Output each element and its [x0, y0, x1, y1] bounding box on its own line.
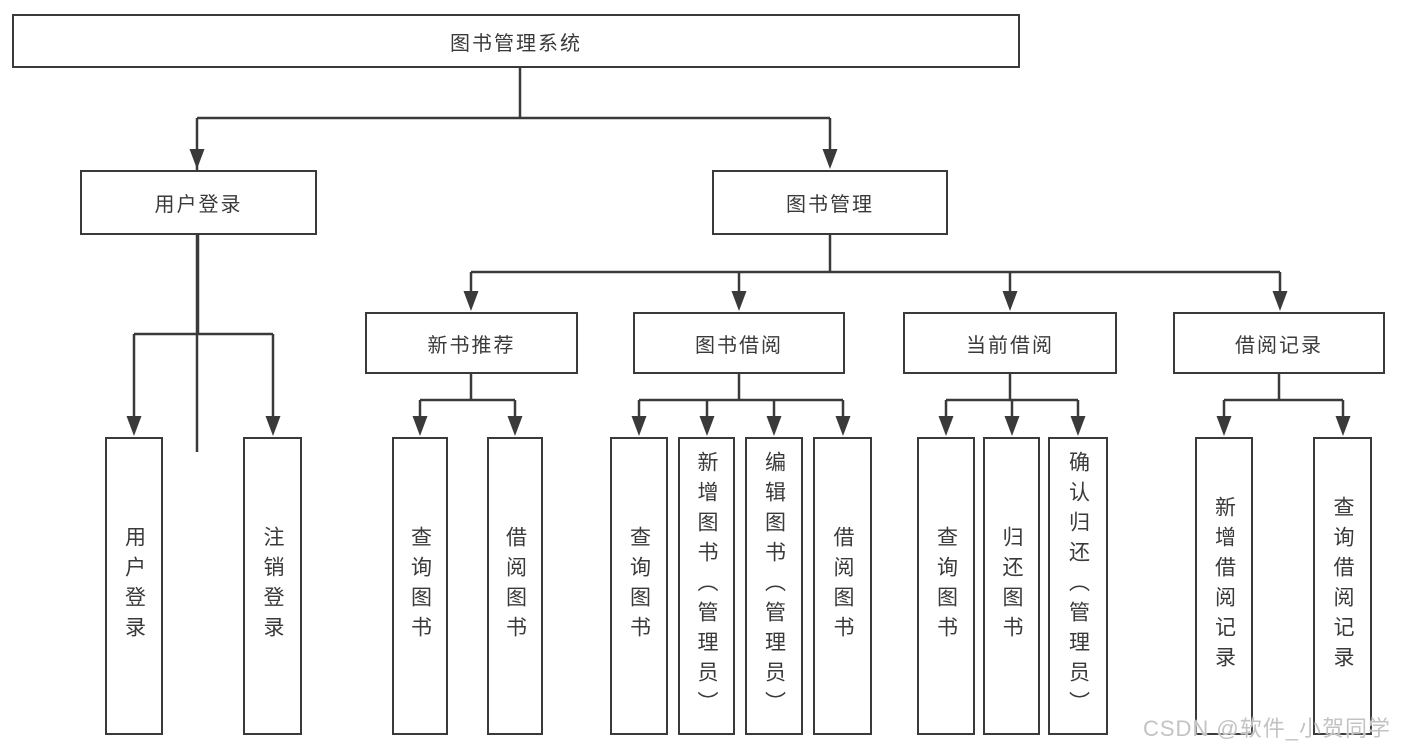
node-borrow-book: 借阅图书	[813, 437, 872, 735]
watermark: CSDN @软件_小贺同学	[1142, 716, 1391, 741]
node-query-borrow-record: 查询借阅记录	[1313, 437, 1372, 735]
node-confirm-return-admin: 确认归还（管理员）	[1048, 437, 1108, 735]
node-edit-book-admin: 编辑图书（管理员）	[745, 437, 803, 735]
node-label: 用户登录	[122, 526, 146, 646]
arrowheads	[126, 149, 1351, 436]
node-label: 注销登录	[261, 526, 285, 646]
node-logout: 注销登录	[243, 437, 302, 735]
node-add-book-admin: 新增图书（管理员）	[678, 437, 735, 735]
node-label: 新增借阅记录	[1212, 496, 1236, 676]
node-label: 新增图书（管理员）	[695, 451, 719, 721]
node-user-login-group: 用户登录	[80, 170, 317, 235]
node-label: 查询图书	[934, 526, 958, 646]
node-label: 查询图书	[408, 526, 432, 646]
node-label: 编辑图书（管理员）	[762, 451, 786, 721]
node-book-management: 图书管理	[712, 170, 948, 235]
node-return-book: 归还图书	[983, 437, 1040, 735]
node-new-book-recommend: 新书推荐	[365, 312, 578, 374]
node-query-book-current: 查询图书	[917, 437, 975, 735]
node-borrow-records: 借阅记录	[1173, 312, 1385, 374]
node-query-book-borrow: 查询图书	[610, 437, 668, 735]
node-root: 图书管理系统	[12, 14, 1020, 68]
node-label: 查询借阅记录	[1331, 496, 1355, 676]
node-label: 借阅图书	[831, 526, 855, 646]
node-user-login: 用户登录	[105, 437, 163, 735]
node-add-borrow-record: 新增借阅记录	[1195, 437, 1253, 735]
node-label: 查询图书	[627, 526, 651, 646]
node-label: 归还图书	[1000, 526, 1024, 646]
node-current-borrow: 当前借阅	[903, 312, 1117, 374]
node-book-borrow: 图书借阅	[633, 312, 845, 374]
node-query-book-recommend: 查询图书	[392, 437, 448, 735]
node-label: 借阅图书	[503, 526, 527, 646]
node-borrow-book-recommend: 借阅图书	[487, 437, 543, 735]
node-label: 确认归还（管理员）	[1066, 451, 1090, 721]
